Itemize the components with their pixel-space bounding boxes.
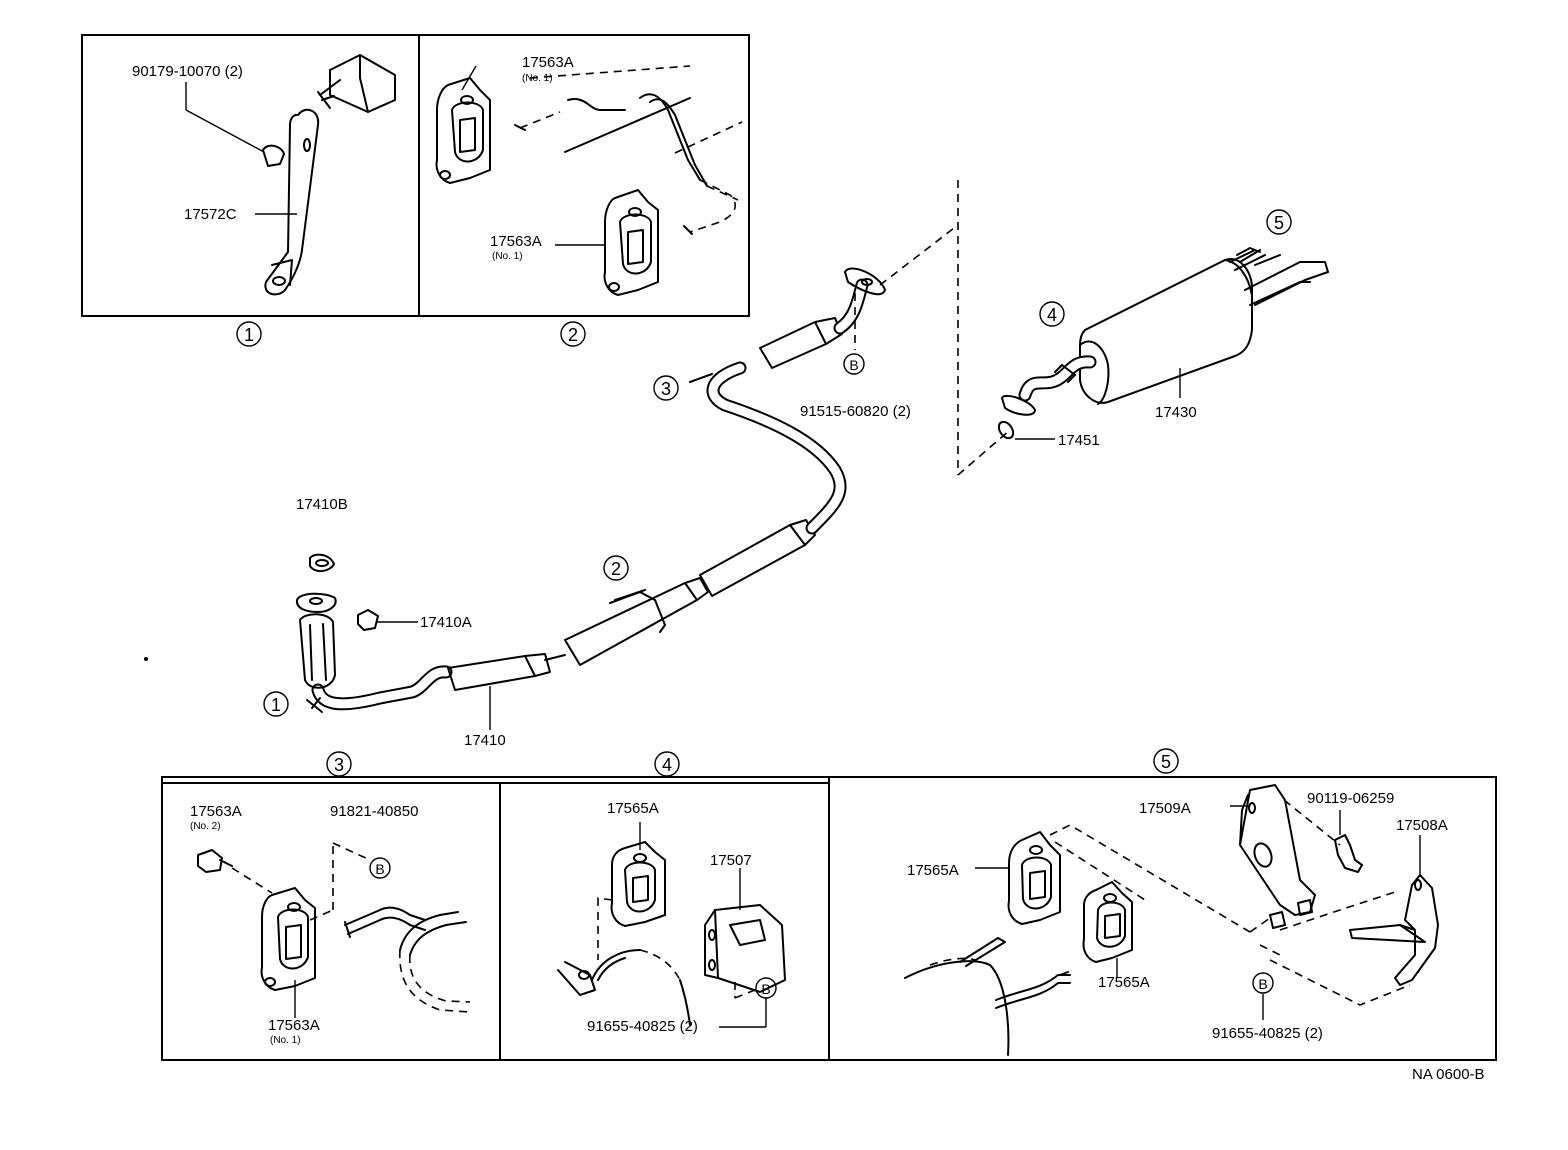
- callout-5-bottom: 5: [1153, 748, 1179, 774]
- label-17430: 17430: [1155, 404, 1197, 421]
- detail-4-hanger-drawing: [557, 822, 786, 1028]
- label-17507: 17507: [710, 852, 752, 869]
- svg-text:2: 2: [611, 559, 621, 579]
- muffler-assembly: [997, 247, 1329, 440]
- svg-text:1: 1: [271, 695, 281, 715]
- svg-text:B: B: [375, 861, 384, 877]
- callout-2-top: 2: [560, 321, 586, 347]
- label-90119-06259: 90119-06259: [1307, 790, 1394, 807]
- label-17451: 17451: [1058, 432, 1100, 449]
- callout-1-top: 1: [236, 321, 262, 347]
- label-17410a: 17410A: [420, 614, 472, 631]
- label-17565a-detail-5-left: 17565A: [907, 862, 959, 879]
- main-exhaust-pipe-assembly: [295, 180, 1011, 730]
- callout-4-bottom: 4: [654, 751, 680, 777]
- svg-text:2: 2: [568, 325, 578, 345]
- callout-b-detail-4: B: [755, 977, 777, 999]
- note-no1-detail-2-mid: (No. 1): [492, 251, 523, 262]
- label-17410b: 17410B: [296, 496, 348, 513]
- note-no1-detail-2-top: (No. 1): [522, 73, 553, 84]
- detail-3-hanger-drawing: [197, 842, 471, 1018]
- detail-1-bracket-drawing: [185, 54, 396, 296]
- label-17509a: 17509A: [1139, 800, 1191, 817]
- label-91515-60820: 91515-60820 (2): [800, 403, 911, 420]
- svg-text:3: 3: [661, 379, 671, 399]
- svg-text:B: B: [849, 357, 858, 373]
- label-17572c: 17572C: [184, 206, 237, 223]
- label-17563a-detail-2-top: 17563A: [522, 54, 574, 71]
- svg-text:4: 4: [1047, 305, 1057, 325]
- svg-text:B: B: [761, 981, 770, 997]
- label-17565a-detail-4: 17565A: [607, 800, 659, 817]
- detail-panel-top: [81, 34, 750, 317]
- svg-text:5: 5: [1274, 213, 1284, 233]
- label-91655-40825-detail-4: 91655-40825 (2): [587, 1018, 698, 1035]
- callout-b-main: B: [843, 353, 865, 375]
- label-17563a-detail-2-mid: 17563A: [490, 233, 542, 250]
- stray-dot: [144, 657, 148, 661]
- detail-2-hanger-drawing: [435, 65, 743, 296]
- callout-3-bottom: 3: [326, 751, 352, 777]
- svg-text:3: 3: [334, 755, 344, 775]
- label-91655-40825-detail-5: 91655-40825 (2): [1212, 1025, 1323, 1042]
- label-17563a-detail-3-bottom: 17563A: [268, 1017, 320, 1034]
- callout-b-detail-5: B: [1252, 972, 1274, 994]
- label-17508a: 17508A: [1396, 817, 1448, 834]
- svg-text:1: 1: [244, 325, 254, 345]
- label-90179-10070: 90179-10070 (2): [132, 63, 243, 80]
- callout-5-main: 5: [1266, 209, 1292, 235]
- detail-5-bracket-drawing: [904, 784, 1439, 1056]
- svg-text:4: 4: [662, 755, 672, 775]
- note-no2-detail-3-top: (No. 2): [190, 821, 221, 832]
- label-17565a-detail-5-bottom: 17565A: [1098, 974, 1150, 991]
- detail-panel-bottom: [161, 776, 1497, 1061]
- label-91821-40850: 91821-40850: [330, 803, 418, 820]
- label-17563a-detail-3-top: 17563A: [190, 803, 242, 820]
- label-17410: 17410: [464, 732, 506, 749]
- callout-2-main: 2: [603, 555, 629, 581]
- svg-text:5: 5: [1161, 752, 1171, 772]
- figure-code: NA 0600-B: [1412, 1066, 1485, 1083]
- svg-text:B: B: [1258, 976, 1267, 992]
- callout-4-main: 4: [1039, 301, 1065, 327]
- callout-3-main: 3: [653, 375, 679, 401]
- callout-1-main: 1: [263, 691, 289, 717]
- note-no1-detail-3-bottom: (No. 1): [270, 1035, 301, 1046]
- callout-b-detail-3: B: [369, 857, 391, 879]
